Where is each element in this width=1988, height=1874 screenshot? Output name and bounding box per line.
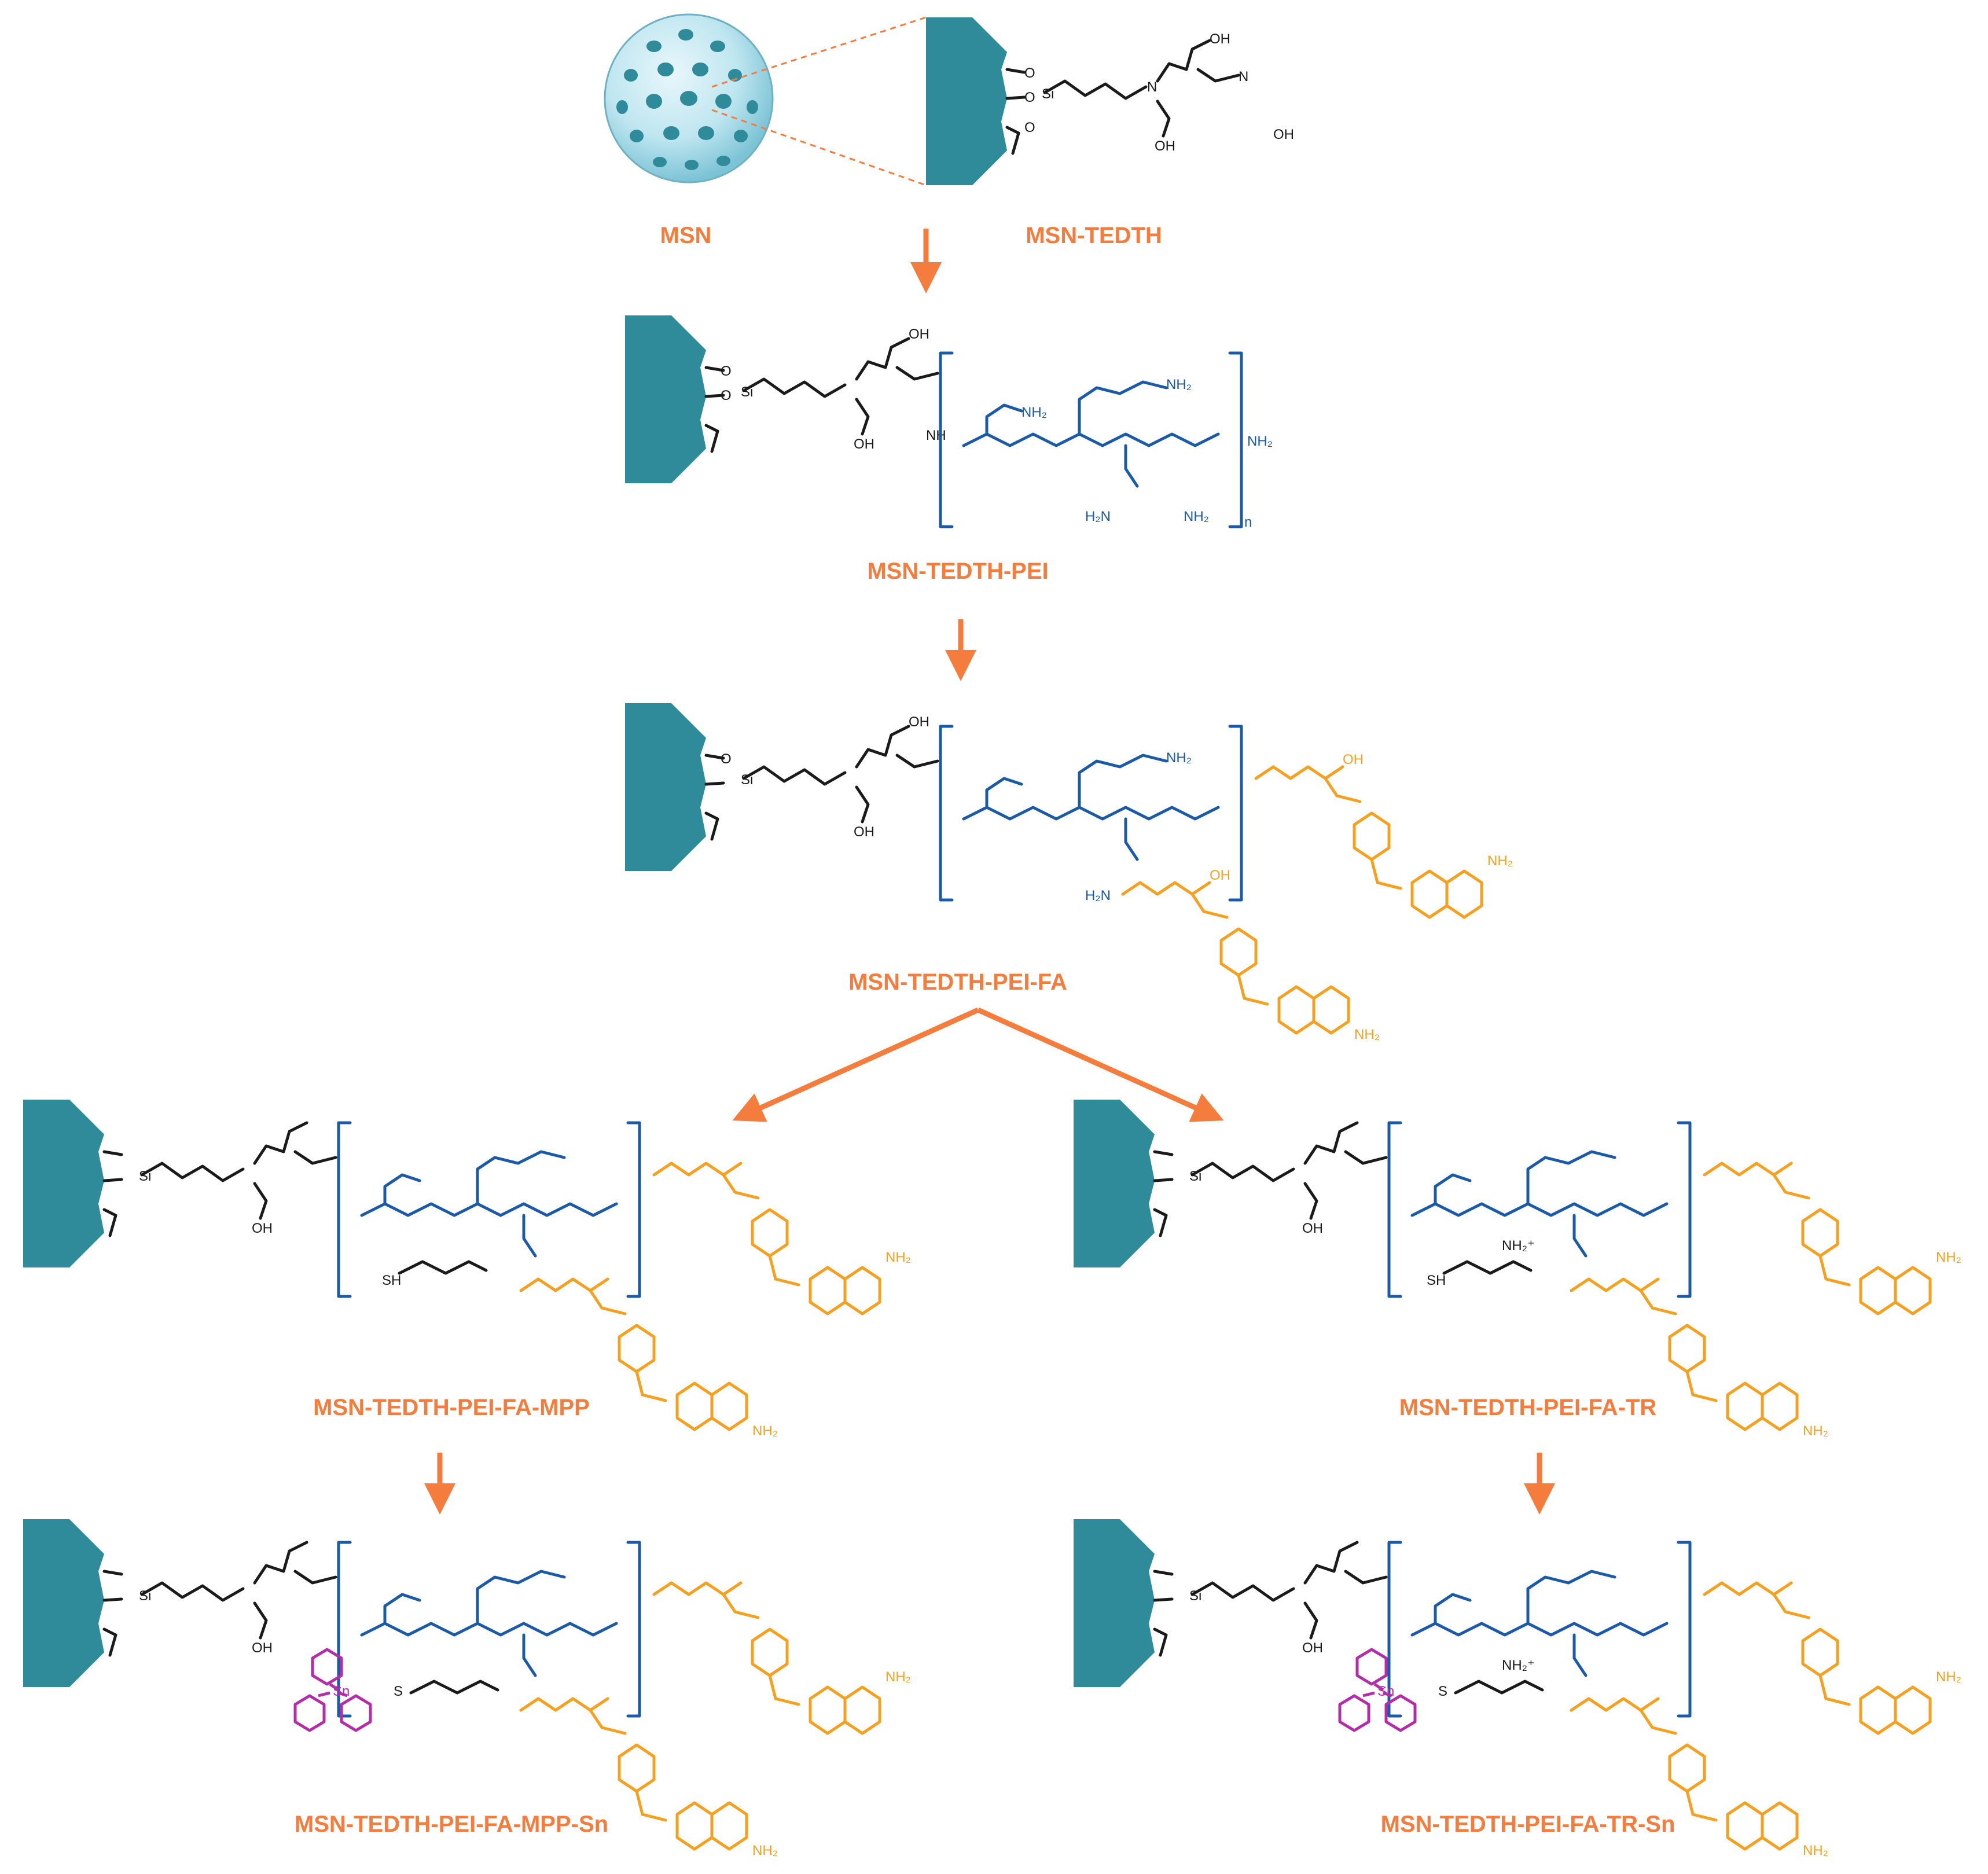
svg-text:OH: OH bbox=[252, 1640, 273, 1656]
label-msn-tedth-pei: MSN-TEDTH-PEI bbox=[867, 558, 1048, 584]
arrow-branch-right bbox=[977, 1007, 1224, 1122]
svg-text:O: O bbox=[721, 751, 732, 767]
svg-text:O: O bbox=[1024, 65, 1035, 81]
svg-text:OH: OH bbox=[1343, 752, 1364, 767]
svg-text:NH₂: NH₂ bbox=[1487, 853, 1513, 869]
svg-text:NH₂: NH₂ bbox=[1803, 1423, 1828, 1439]
msn-tedth-pei-structure: O O Si OH OH NH NH₂ NH₂ NH₂ H₂N NH₂ n bbox=[625, 315, 1273, 530]
svg-text:Si: Si bbox=[741, 384, 753, 400]
svg-text:NH₂: NH₂ bbox=[1021, 405, 1047, 420]
svg-text:OH: OH bbox=[1210, 31, 1230, 47]
msn-tedth-pei-fa-mpp-structure: Si OH SH NH₂ NH₂ bbox=[23, 1100, 911, 1439]
svg-text:Sn: Sn bbox=[333, 1684, 350, 1699]
svg-text:SH: SH bbox=[1427, 1273, 1446, 1288]
label-msn-tedth-pei-fa: MSN-TEDTH-PEI-FA bbox=[848, 969, 1067, 995]
svg-text:OH: OH bbox=[909, 326, 929, 342]
svg-text:Si: Si bbox=[1189, 1588, 1201, 1604]
svg-text:OH: OH bbox=[854, 824, 874, 840]
svg-text:OH: OH bbox=[1210, 868, 1230, 883]
label-msn-tedth-pei-fa-mpp: MSN-TEDTH-PEI-FA-MPP bbox=[313, 1395, 590, 1420]
msn-particle bbox=[604, 13, 927, 186]
svg-text:N: N bbox=[1239, 69, 1248, 84]
svg-text:Si: Si bbox=[139, 1169, 151, 1184]
svg-text:S: S bbox=[394, 1684, 403, 1699]
label-msn-tedth-pei-fa-tr-sn: MSN-TEDTH-PEI-FA-TR-Sn bbox=[1381, 1811, 1675, 1837]
svg-text:OH: OH bbox=[1302, 1221, 1323, 1236]
svg-text:N: N bbox=[1147, 79, 1157, 95]
svg-text:NH₂: NH₂ bbox=[1166, 750, 1192, 766]
svg-text:NH₂: NH₂ bbox=[752, 1843, 778, 1858]
svg-text:NH₂: NH₂ bbox=[885, 1250, 911, 1265]
svg-text:n: n bbox=[1244, 515, 1252, 530]
label-msn-tedth: MSN-TEDTH bbox=[1026, 223, 1162, 248]
msn-tedth-pei-fa-tr-sn-structure: Si OH S NH₂⁺ Sn NH₂ NH₂ bbox=[1074, 1519, 1961, 1858]
svg-text:OH: OH bbox=[1273, 127, 1294, 142]
svg-text:H₂N: H₂N bbox=[1085, 509, 1111, 524]
svg-text:NH₂: NH₂ bbox=[1166, 377, 1192, 392]
svg-text:O: O bbox=[721, 363, 732, 379]
svg-text:OH: OH bbox=[854, 436, 874, 452]
svg-text:Si: Si bbox=[741, 772, 753, 788]
svg-text:OH: OH bbox=[252, 1221, 273, 1236]
svg-text:NH₂⁺: NH₂⁺ bbox=[1502, 1238, 1535, 1254]
msn-tedth-pei-fa-mpp-sn-structure: Si OH S Sn NH₂ NH₂ bbox=[23, 1519, 911, 1858]
svg-text:O: O bbox=[721, 388, 732, 403]
svg-text:Si: Si bbox=[1189, 1169, 1201, 1184]
svg-text:OH: OH bbox=[1155, 138, 1175, 154]
svg-text:NH₂: NH₂ bbox=[1936, 1669, 1961, 1685]
svg-text:H₂N: H₂N bbox=[1085, 888, 1111, 903]
svg-text:NH₂: NH₂ bbox=[1936, 1250, 1961, 1265]
svg-text:NH: NH bbox=[926, 428, 946, 443]
msn-tedth-pei-fa-structure: O Si OH OH NH₂ H₂N OH NH₂ OH NH₂ bbox=[625, 703, 1513, 1042]
svg-text:Si: Si bbox=[1042, 86, 1054, 102]
svg-text:NH₂: NH₂ bbox=[1803, 1843, 1828, 1858]
svg-text:Si: Si bbox=[139, 1588, 151, 1604]
svg-text:NH₂⁺: NH₂⁺ bbox=[1502, 1658, 1535, 1673]
svg-text:S: S bbox=[1438, 1684, 1447, 1699]
svg-text:OH: OH bbox=[909, 714, 929, 730]
svg-text:NH₂: NH₂ bbox=[1184, 509, 1209, 524]
msn-tedth-structure: O O O Si N N OH OH OH bbox=[926, 17, 1294, 185]
svg-text:Sn: Sn bbox=[1377, 1684, 1394, 1699]
svg-text:OH: OH bbox=[1302, 1640, 1323, 1656]
label-msn: MSN bbox=[660, 223, 712, 248]
svg-text:NH₂: NH₂ bbox=[752, 1423, 778, 1439]
label-msn-tedth-pei-fa-mpp-sn: MSN-TEDTH-PEI-FA-MPP-Sn bbox=[295, 1811, 608, 1837]
svg-text:O: O bbox=[1024, 90, 1035, 105]
svg-text:NH₂: NH₂ bbox=[885, 1669, 911, 1685]
svg-text:SH: SH bbox=[382, 1273, 401, 1288]
label-msn-tedth-pei-fa-tr: MSN-TEDTH-PEI-FA-TR bbox=[1399, 1395, 1657, 1420]
arrow-branch-left bbox=[732, 1007, 979, 1122]
msn-tedth-pei-fa-tr-structure: Si OH SH NH₂⁺ NH₂ NH₂ bbox=[1074, 1100, 1961, 1439]
svg-text:NH₂: NH₂ bbox=[1247, 433, 1273, 449]
svg-text:O: O bbox=[1024, 120, 1035, 135]
svg-text:NH₂: NH₂ bbox=[1354, 1027, 1380, 1042]
